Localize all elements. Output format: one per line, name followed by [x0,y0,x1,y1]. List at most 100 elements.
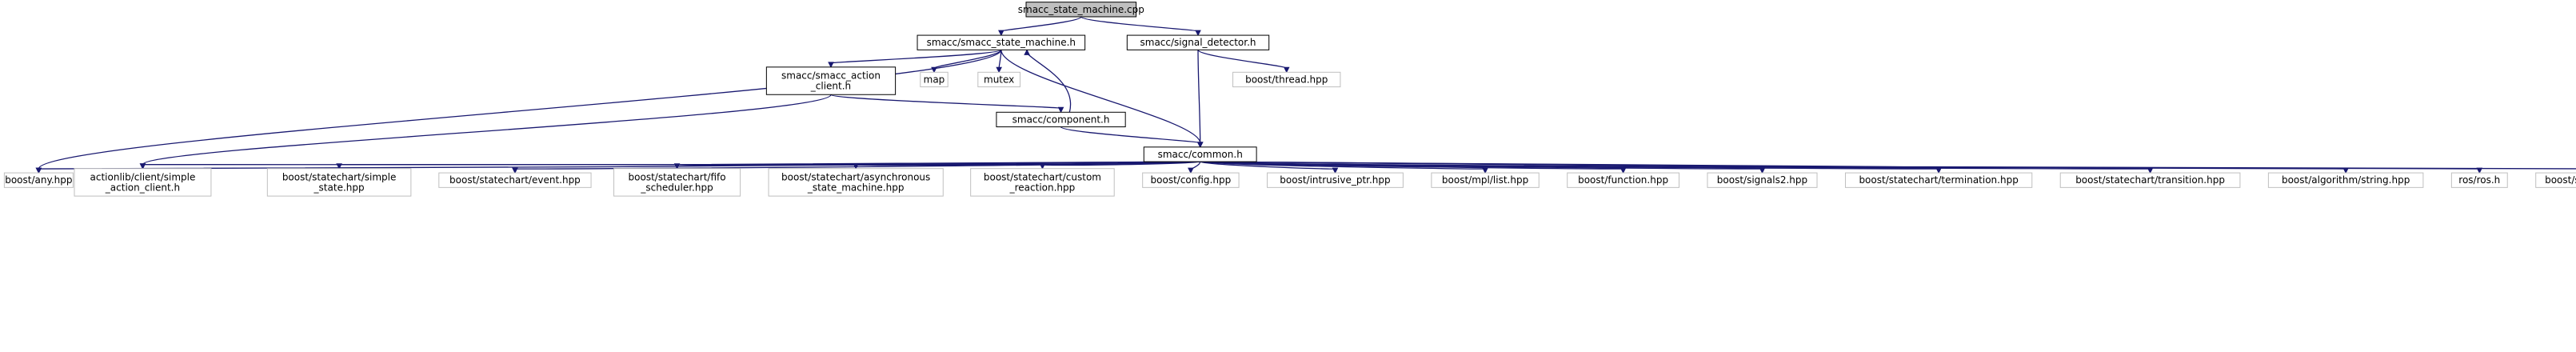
node-label: actionlib/client/simple [90,171,196,182]
node-box [438,172,592,188]
node-label: _scheduler.hpp [640,182,713,193]
node-box [1025,2,1137,18]
node-box [917,34,1086,50]
node-async: boost/statechart/asynchronous_state_mach… [768,168,944,197]
edge-ssm-to-sac [830,49,1002,64]
node-box [920,71,949,88]
edge-main-to-sig [1080,16,1199,32]
node-box [1567,172,1679,188]
node-box [977,71,1020,88]
node-label: boost/statechart/event.hpp [449,174,581,186]
node-label: smacc/common.h [1158,149,1243,160]
node-box [1707,172,1818,188]
node-box [1126,34,1270,50]
arrowhead-common-to-intr [1332,167,1339,174]
node-label: boost/statechart/termination.hpp [1859,174,2018,186]
edge-common-to-custom [1041,161,1201,166]
node-label: _action_client.h [105,182,180,193]
node-label: mutex [984,74,1014,85]
node-label: _state_machine.hpp [807,182,905,193]
node-label: boost/mpl/list.hpp [1442,174,1528,186]
arrowhead-common-to-any [35,167,42,174]
node-box [74,168,212,197]
node-box [1143,146,1257,162]
node-mpl: boost/mpl/list.hpp [1431,172,1540,188]
node-intr: boost/intrusive_ptr.hpp [1267,172,1404,188]
arrowhead-common-to-async [853,163,859,170]
node-main[interactable]: smacc_state_machine.cpp [1018,2,1144,18]
arrowhead-common-to-fifo [673,163,681,170]
edge-ssm-to-any [38,50,1002,170]
node-label: smacc/component.h [1012,114,1110,125]
node-sig2: boost/signals2.hpp [1707,172,1818,188]
arrowhead-common-to-sig2 [1759,167,1766,174]
arrowhead-common-to-alclient [139,163,146,170]
edge-ssm-to-common [1000,50,1201,143]
node-box [3,172,74,188]
edge-comp-to-ssm [1026,52,1072,113]
node-any: boost/any.hpp [3,172,74,188]
node-mutex: mutex [977,71,1020,88]
node-label: smacc/smacc_state_machine.h [927,37,1076,48]
arrowhead-common-to-func [1619,167,1627,174]
node-label: boost/statechart/state.hpp [2545,174,2576,186]
node-box [1844,172,2033,188]
node-common[interactable]: smacc/common.h [1143,146,1257,162]
arrowhead-ssm-to-mutex [996,66,1002,74]
edge-sac-to-comp [830,94,1062,109]
node-box [2450,172,2508,188]
arrowhead-common-to-term [1935,167,1942,174]
edge-common-to-trans [1200,161,2151,170]
node-label: smacc/signal_detector.h [1140,37,1256,48]
node-alclient: actionlib/client/simple_action_client.h [74,168,212,197]
edge-common-to-async [855,161,1201,166]
node-sig[interactable]: smacc/signal_detector.h [1126,34,1270,50]
node-label: _client.h [810,81,851,92]
node-config: boost/config.hpp [1142,172,1240,188]
node-func: boost/function.hpp [1567,172,1679,188]
arrowhead-common-to-config [1188,167,1194,174]
node-box [996,111,1126,128]
node-label: ros/ros.h [2458,174,2500,186]
node-comp[interactable]: smacc/component.h [996,111,1126,128]
node-label: boost/intrusive_ptr.hpp [1280,174,1390,186]
node-box [765,66,897,95]
arrowhead-common-to-custom [1039,163,1046,170]
arrowhead-common-to-trans [2147,167,2154,174]
graph-nodes: smacc_state_machine.cpp smacc/smacc_state… [3,2,2576,197]
node-label: boost/statechart/custom [984,171,1101,182]
node-term: boost/statechart/termination.hpp [1844,172,2033,188]
node-thread: boost/thread.hpp [1232,71,1341,88]
arrowhead-ssm-to-sac [828,62,834,68]
node-ssm[interactable]: smacc/smacc_state_machine.h [917,34,1086,50]
node-box [1232,71,1341,88]
node-label: boost/statechart/asynchronous [781,171,930,182]
node-label: boost/algorithm/string.hpp [2282,174,2410,186]
node-label: _reaction.hpp [1009,182,1076,193]
node-box [970,168,1115,197]
node-event: boost/statechart/event.hpp [438,172,592,188]
node-label: boost/function.hpp [1578,174,1668,186]
edge-sig-to-common [1197,50,1201,143]
node-custom: boost/statechart/custom_reaction.hpp [970,168,1115,197]
edge-main-to-ssm [1000,16,1082,32]
arrowhead-common-to-simple [336,163,342,170]
node-sac[interactable]: smacc/smacc_action_client.h [765,66,897,95]
edge-sig-to-thread [1197,49,1288,69]
node-box [1142,172,1240,188]
edge-sac-to-alclient [142,94,832,166]
node-label: boost/statechart/simple [282,171,397,182]
node-label: boost/thread.hpp [1245,74,1328,85]
node-label: boost/statechart/transition.hpp [2075,174,2225,186]
node-label: boost/signals2.hpp [1717,174,1807,186]
node-label: _state.hpp [314,182,365,193]
node-label: smacc_state_machine.cpp [1018,4,1144,15]
node-state: boost/statechart/state.hpp [2535,172,2576,188]
node-label: boost/any.hpp [5,174,72,186]
arrowhead-comp-to-common [1196,142,1204,148]
node-algo: boost/algorithm/string.hpp [2267,172,2424,188]
edge-comp-to-common [1060,126,1201,144]
node-label: smacc/smacc_action [781,70,881,82]
node-box [1267,172,1404,188]
